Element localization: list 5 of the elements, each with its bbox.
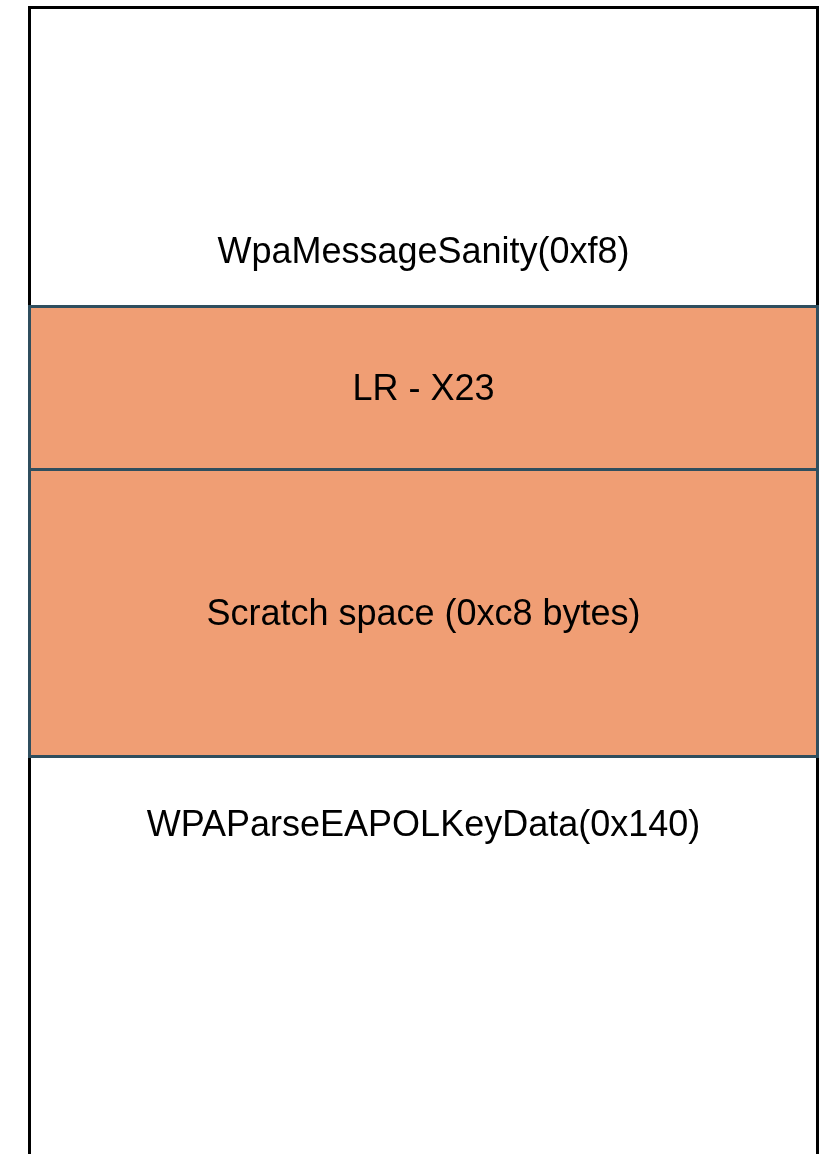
- stack-frame: [28, 6, 819, 1154]
- frame-label: WPAParseEAPOLKeyData(0x140): [145, 802, 702, 846]
- stack-slot: LR - X23: [28, 305, 819, 471]
- stack-slot: Scratch space (0xc8 bytes): [28, 468, 819, 758]
- frame-label: WpaMessageSanity(0xf8): [216, 229, 631, 273]
